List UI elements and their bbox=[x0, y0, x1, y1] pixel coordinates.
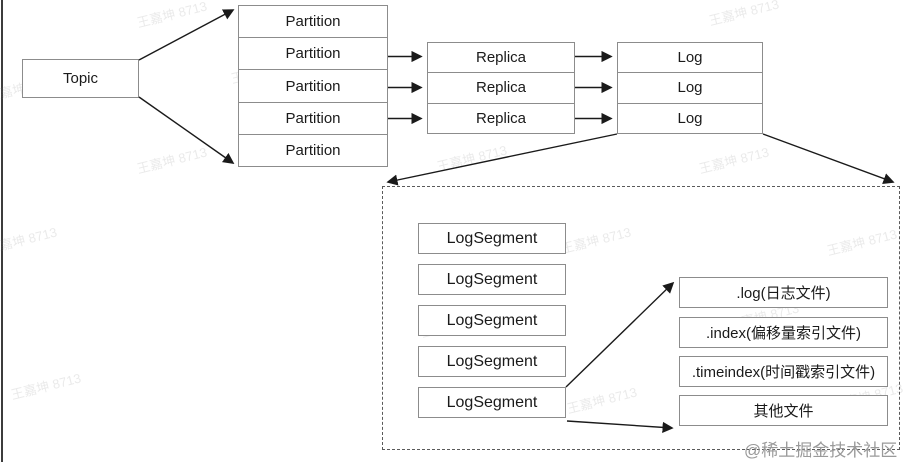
log-detail-region bbox=[382, 186, 900, 450]
user-watermark: 王嘉坤 8713 bbox=[707, 0, 781, 29]
partition-node: Partition bbox=[239, 70, 387, 103]
user-watermark: 王嘉坤 8713 bbox=[135, 144, 209, 177]
partition-node: Partition bbox=[239, 103, 387, 135]
user-watermark: 王嘉坤 8713 bbox=[135, 0, 209, 31]
log-segment-node: LogSegment bbox=[418, 305, 566, 336]
log-node: Log bbox=[618, 73, 762, 104]
replica-node: Replica bbox=[428, 43, 574, 74]
log-file-node: .log(日志文件) bbox=[679, 277, 888, 308]
log-node: Log bbox=[677, 109, 703, 127]
user-watermark: 王嘉坤 8713 bbox=[0, 224, 59, 257]
other-files-node: 其他文件 bbox=[679, 395, 888, 426]
index-file-node: .index(偏移量索引文件) bbox=[679, 317, 888, 348]
user-watermark: 王嘉坤 8713 bbox=[9, 370, 83, 403]
log-node: Log bbox=[618, 43, 762, 74]
arrow-log-to-detail-left bbox=[386, 133, 618, 186]
log-segment-node: LogSegment bbox=[418, 223, 566, 254]
partition-node: Partition bbox=[239, 38, 387, 71]
replica-stack: Replica Replica Replica bbox=[427, 42, 575, 134]
arrow-topic-to-partitions-bottom bbox=[138, 96, 235, 164]
partition-stack: Partition Partition Partition Partition … bbox=[238, 5, 388, 167]
arrow-log-to-detail-right bbox=[762, 133, 895, 184]
log-segment-node: LogSegment bbox=[418, 264, 566, 295]
log-segment-node: LogSegment bbox=[418, 346, 566, 377]
log-segment-node: LogSegment bbox=[418, 387, 566, 418]
log-stack: Log Log Log bbox=[617, 42, 763, 134]
timeindex-file-node: .timeindex(时间戳索引文件) bbox=[679, 356, 888, 387]
partition-node: Partition bbox=[285, 141, 341, 159]
arrow-topic-to-partitions-top bbox=[138, 9, 235, 61]
user-watermark: 王嘉坤 8713 bbox=[697, 144, 771, 177]
user-watermark: 王嘉坤 8713 bbox=[435, 142, 509, 175]
topic-label: Topic bbox=[62, 70, 99, 87]
replica-node: Replica bbox=[475, 109, 527, 127]
replica-node: Replica bbox=[428, 73, 574, 104]
partition-node: Partition bbox=[239, 6, 387, 39]
topic-node: Topic bbox=[22, 59, 139, 98]
left-edge-line bbox=[1, 0, 3, 462]
site-credit-watermark: @稀土掘金技术社区 bbox=[744, 441, 898, 460]
